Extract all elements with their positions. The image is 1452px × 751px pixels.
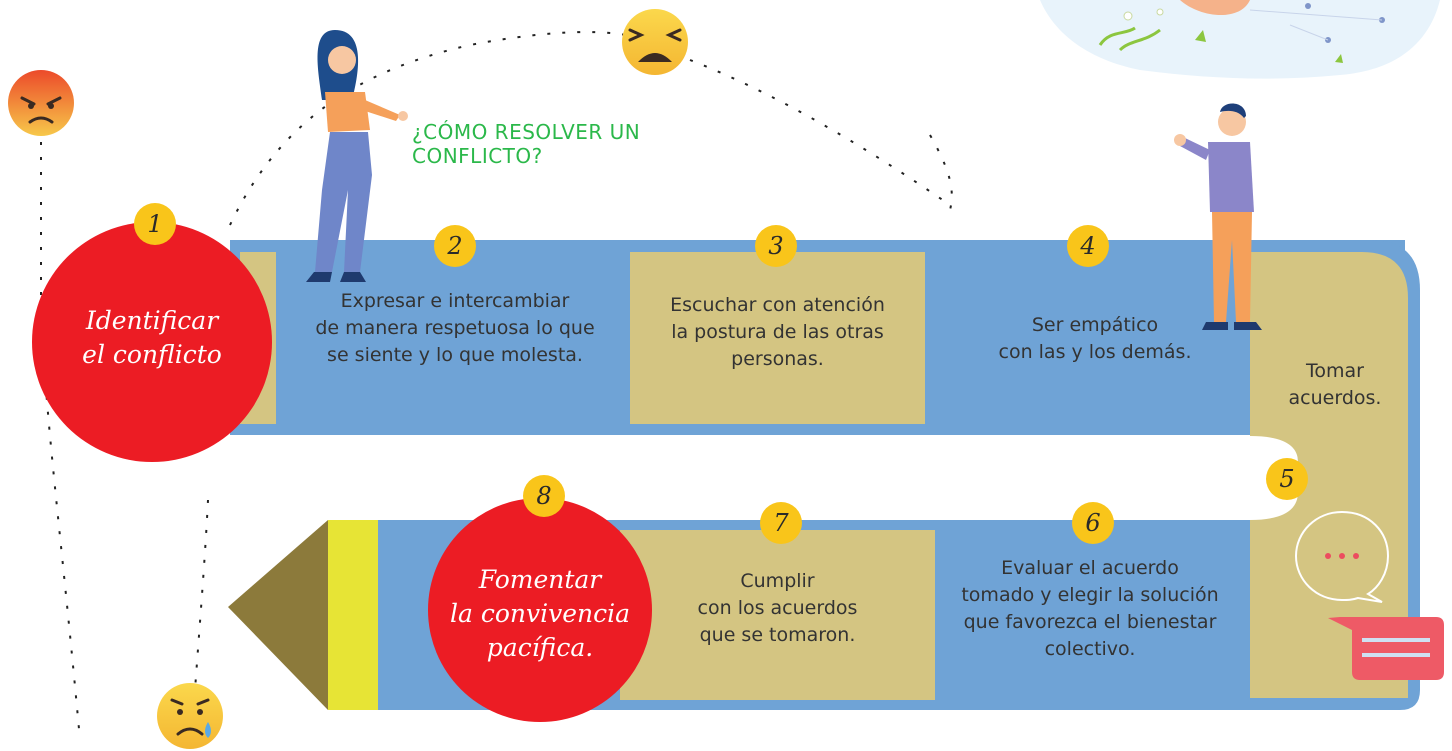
step-1-text: Identificar el conflicto	[82, 306, 222, 369]
tired-emoji-icon	[622, 9, 688, 75]
step-5-badge: 5	[1266, 458, 1308, 500]
sad-emoji-icon	[157, 683, 223, 749]
step-8-circle	[428, 498, 652, 722]
decorative-blob	[1040, 0, 1440, 79]
diagram-title: ¿CÓMO RESOLVER UN CONFLICTO?	[412, 120, 641, 168]
man-figure	[1174, 103, 1262, 330]
woman-figure	[306, 30, 408, 282]
step-8-badge: 8	[523, 475, 565, 517]
step-4-text: Ser empático con las y los demás.	[998, 314, 1192, 363]
step-3-text: Escuchar con atención la postura de las …	[670, 294, 885, 370]
panel-tan-7	[620, 530, 935, 700]
step-8-text: Fomentar la convivencia pacífica.	[449, 565, 631, 662]
pencil-ferrule	[328, 520, 378, 710]
step-6-badge: 6	[1072, 502, 1114, 544]
panel-tan-3	[630, 252, 925, 424]
pencil-gap	[230, 435, 1298, 520]
step-6-text: Evaluar el acuerdo tomado y elegir la so…	[961, 557, 1219, 660]
pencil-tip	[228, 520, 328, 710]
step-2-text: Expresar e intercambiar de manera respet…	[315, 290, 595, 366]
step-1-badge: 1	[134, 203, 176, 245]
message-card-icon	[1328, 617, 1444, 680]
step-4-badge: 4	[1067, 225, 1109, 267]
step-1-circle	[32, 222, 272, 462]
step-5-text: Tomar acuerdos.	[1288, 360, 1382, 409]
step-2-badge: 2	[434, 225, 476, 267]
step-3-badge: 3	[755, 225, 797, 267]
step-7-text: Cumplir con los acuerdos que se tomaron.	[697, 570, 858, 646]
step-7-badge: 7	[760, 502, 802, 544]
dotted-path	[40, 31, 953, 741]
panel-tan-5	[1250, 252, 1408, 698]
angry-emoji-icon	[8, 70, 74, 136]
chat-bubble-icon	[1294, 510, 1390, 603]
